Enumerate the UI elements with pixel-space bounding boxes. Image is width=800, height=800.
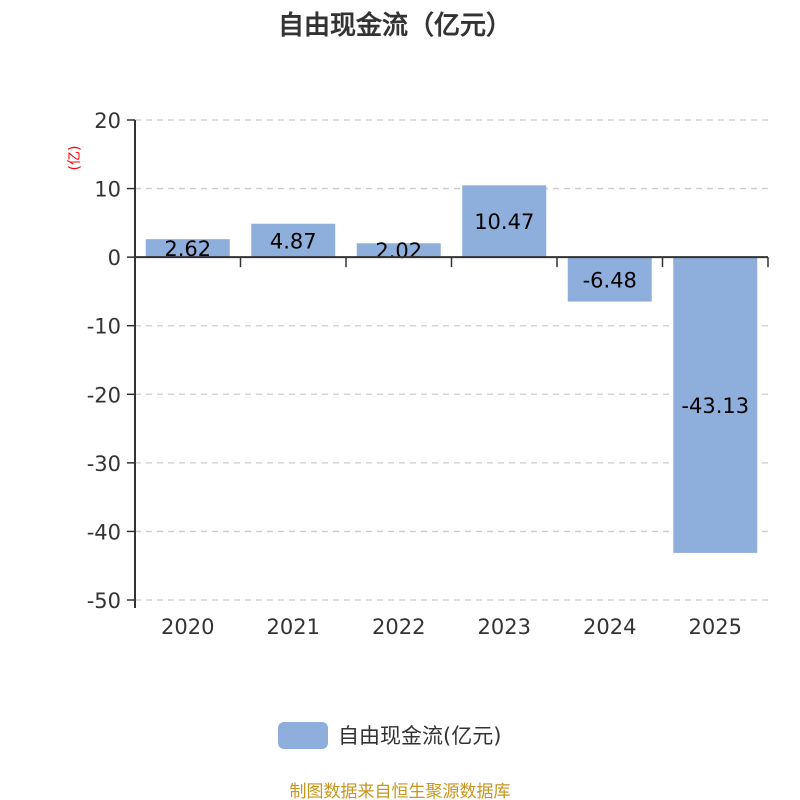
y-tick-label: -40	[87, 520, 121, 544]
bar-2023[interactable]	[462, 185, 547, 258]
x-tick-label: 2022	[372, 615, 425, 639]
data-label: -43.13	[681, 394, 749, 418]
x-tick-label: 2024	[583, 615, 636, 639]
y-tick-label: -20	[87, 383, 121, 407]
y-tick-label: 10	[94, 178, 121, 202]
x-tick-label: 2023	[478, 615, 531, 639]
y-tick-label: 0	[108, 246, 121, 270]
y-tick-label: -50	[87, 589, 121, 613]
y-axis-label: (亿)	[67, 146, 83, 171]
bar-2020[interactable]	[145, 239, 230, 258]
data-label: 2.02	[375, 239, 422, 263]
x-tick-label: 2021	[267, 615, 320, 639]
legend-label[interactable]: 自由现金流(亿元)	[338, 724, 501, 748]
y-tick-label: -10	[87, 315, 121, 339]
source-note: 制图数据来自恒生聚源数据库	[290, 782, 511, 800]
x-tick-label: 2020	[161, 615, 214, 639]
x-tick-label: 2025	[689, 615, 742, 639]
data-label: 10.47	[474, 210, 534, 234]
data-label: 4.87	[270, 229, 317, 253]
bar-2025[interactable]	[673, 257, 758, 553]
y-tick-label: 20	[94, 109, 121, 133]
chart-title: 自由现金流（亿元）	[278, 10, 512, 41]
data-label: -6.48	[583, 268, 637, 292]
bar-2021[interactable]	[251, 223, 336, 258]
legend-swatch[interactable]	[278, 722, 328, 749]
bar-2024[interactable]	[567, 257, 652, 302]
bar-2022[interactable]	[356, 243, 441, 258]
y-tick-label: -30	[87, 452, 121, 476]
